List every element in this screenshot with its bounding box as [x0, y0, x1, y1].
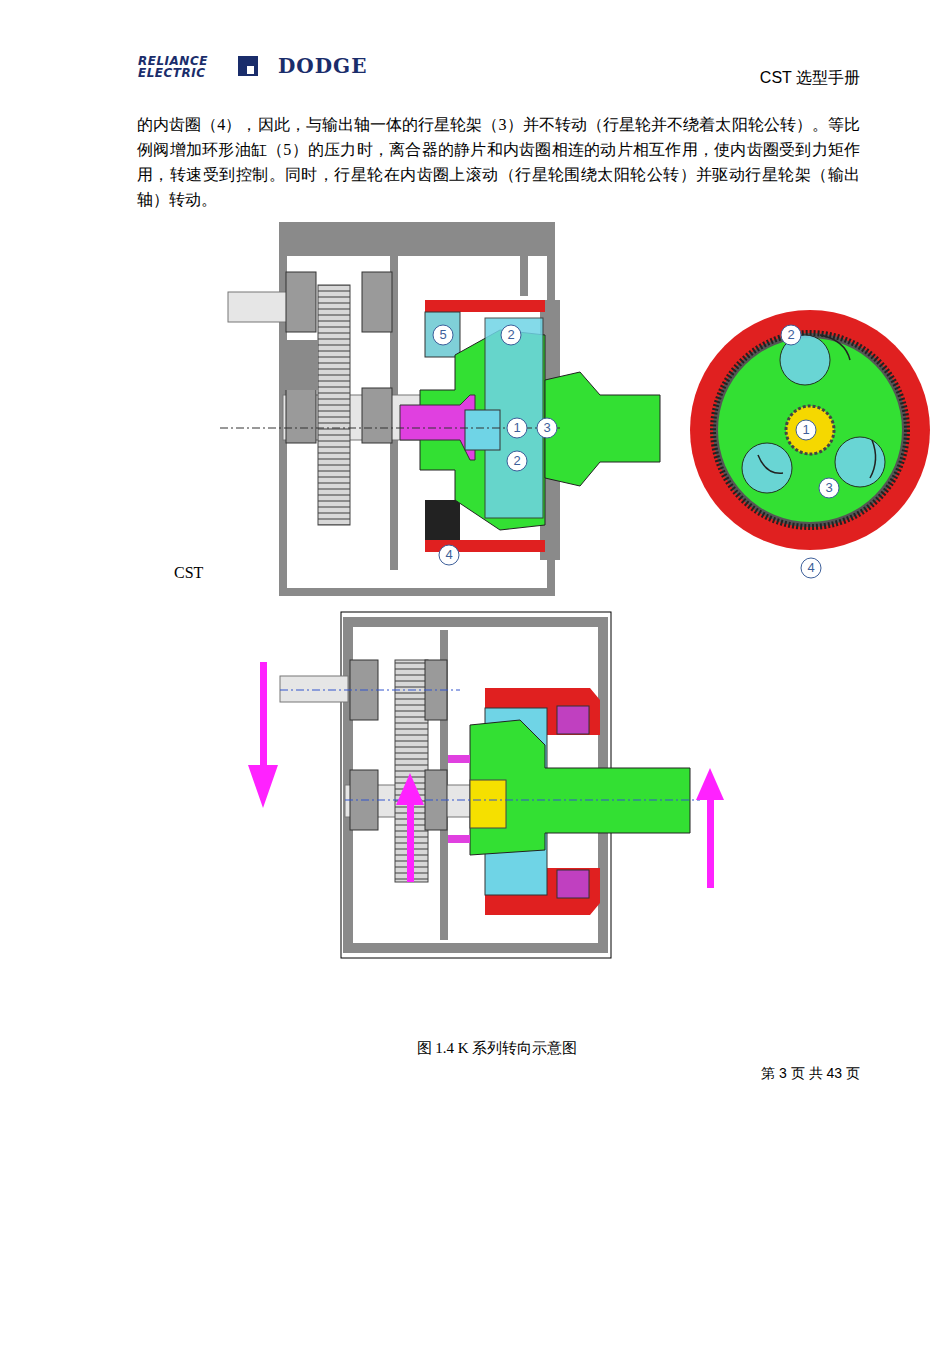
housing-top — [283, 226, 551, 256]
gear — [318, 285, 350, 525]
callouts — [433, 325, 557, 565]
piston — [557, 706, 589, 734]
callout-circle — [796, 420, 816, 440]
callout-circle — [501, 325, 521, 345]
logo-emblem — [238, 56, 258, 76]
planet-gear — [742, 443, 792, 493]
sun-shaft — [448, 755, 470, 763]
rotation-arrow — [396, 773, 424, 882]
rotation-arrow — [870, 440, 876, 478]
planet-carrier — [470, 720, 690, 855]
callout-number: 3 — [819, 479, 839, 497]
callout-circle — [507, 418, 527, 438]
ring-gear — [425, 300, 545, 312]
housing-wall — [520, 256, 528, 296]
sun-shaft — [448, 835, 470, 843]
callout-number: 2 — [501, 326, 521, 344]
logo-emblem — [247, 66, 254, 74]
callout-circle — [507, 451, 527, 471]
bearing — [286, 388, 316, 443]
callout-number: 4 — [801, 559, 821, 577]
sun-gear — [465, 410, 500, 450]
callout-circle — [537, 418, 557, 438]
piston — [557, 870, 589, 898]
figure-caption: 图 1.4 K 系列转向示意图 — [297, 1038, 697, 1058]
sun-gear — [470, 780, 506, 828]
callout-circle — [433, 325, 453, 345]
piston — [425, 312, 460, 357]
input-shaft — [280, 676, 348, 702]
bearing — [362, 272, 392, 332]
planet-gear — [835, 437, 885, 487]
ring-gear — [690, 310, 930, 550]
logo-text: DODGE — [278, 55, 398, 77]
sun-gear — [786, 406, 834, 454]
bearing — [362, 388, 392, 443]
input-shaft — [228, 292, 288, 322]
callout-number: 4 — [439, 546, 459, 564]
body-text: 的内齿圈（4），因此，与输出轴一体的行星轮架（3）并不转动（行星轮并不绕着太阳轮… — [137, 112, 860, 212]
rotation-arrow — [248, 662, 278, 808]
clutch-pack — [425, 500, 460, 540]
bearing — [286, 272, 316, 332]
figure-label: CST — [174, 563, 234, 583]
callout-circle — [819, 478, 839, 498]
callout-circle — [781, 325, 801, 345]
callout-circle — [801, 558, 821, 578]
callout-number: 3 — [537, 419, 557, 437]
callout-circle — [439, 545, 459, 565]
center-line — [280, 690, 460, 691]
callout-number: 1 — [796, 421, 816, 439]
rotation-arrow — [820, 335, 850, 360]
output-shaft — [545, 372, 660, 486]
rotation-arrow — [696, 768, 724, 888]
callout-number: 5 — [433, 326, 453, 344]
housing — [283, 226, 551, 592]
housing-block — [283, 340, 318, 390]
callout-number: 2 — [781, 326, 801, 344]
callout-number: 1 — [507, 419, 527, 437]
gear — [395, 660, 428, 882]
callout-number: 2 — [507, 452, 527, 470]
header-title: CST 选型手册 — [660, 68, 860, 88]
logo-text: ELECTRIC — [138, 67, 238, 80]
ring-teeth — [713, 333, 907, 527]
page-number: 第 3 页 共 43 页 — [660, 1064, 860, 1082]
rotation-arrow — [758, 455, 783, 473]
